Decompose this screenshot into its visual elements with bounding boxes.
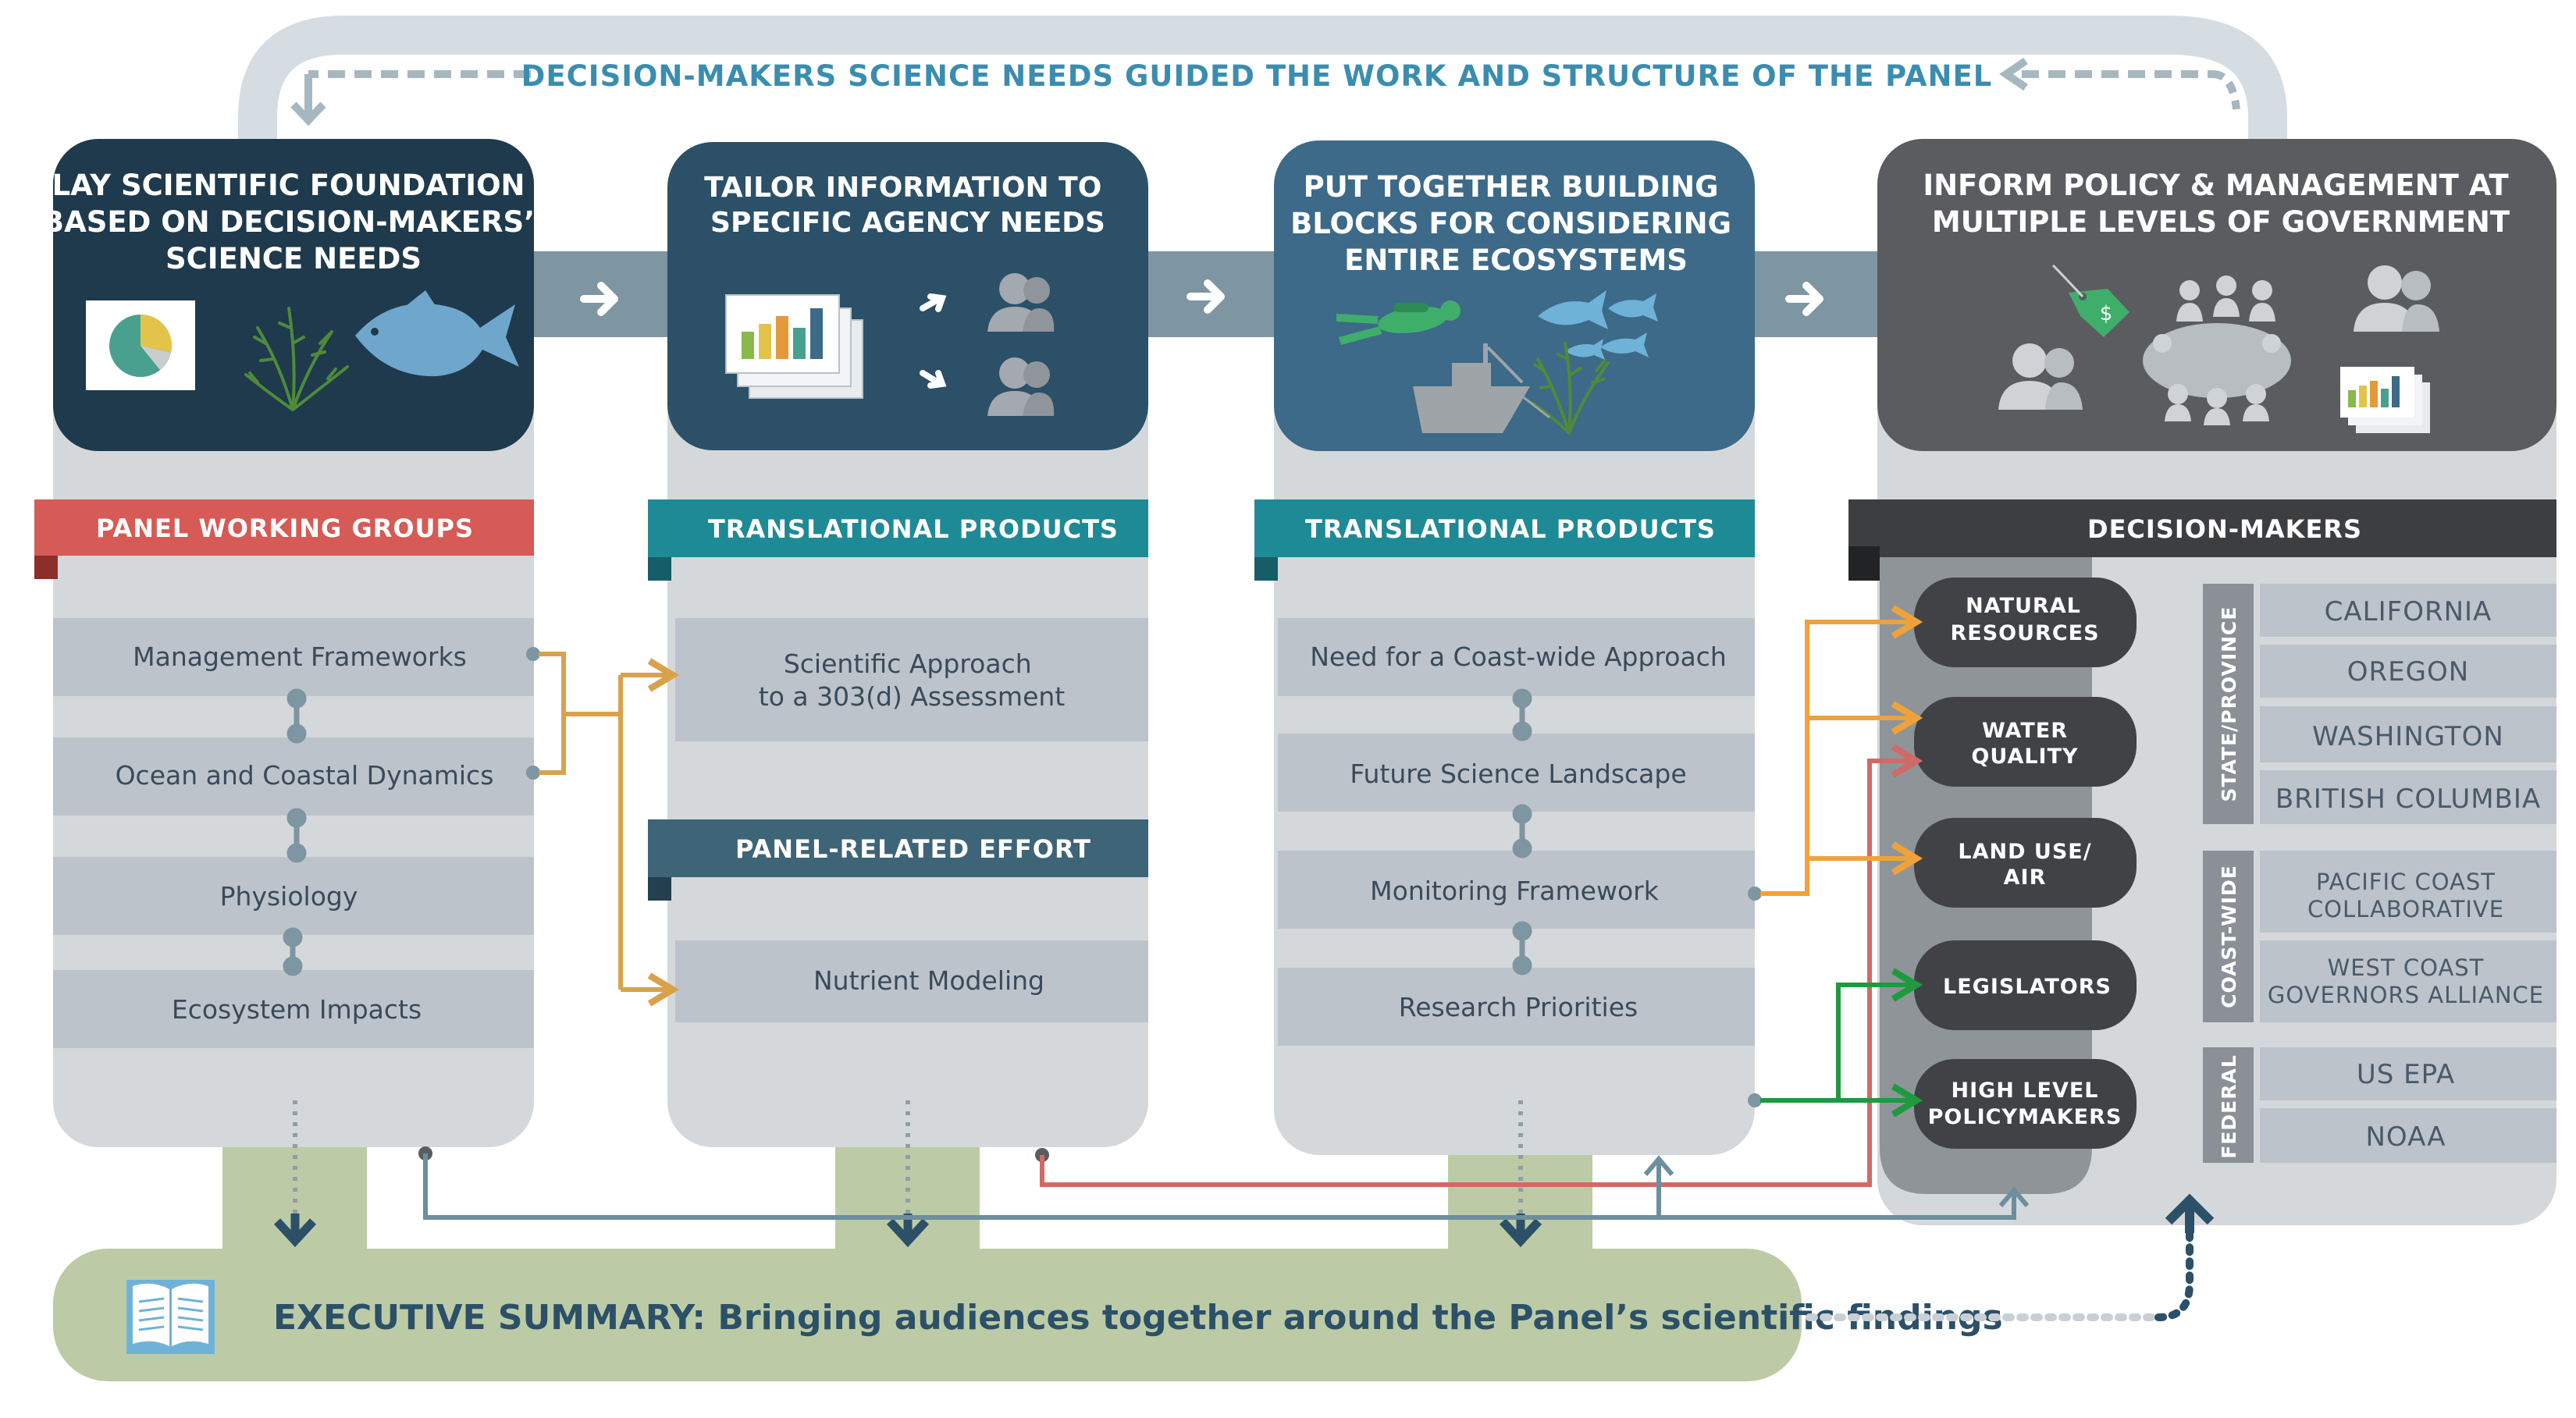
svg-text:$: $ bbox=[2100, 302, 2113, 325]
foundation-to-decision-makers-arrow bbox=[418, 1146, 2030, 1220]
seaweed-icon bbox=[1528, 342, 1610, 435]
svg-text:STATE/PROVINCE: STATE/PROVINCE bbox=[2218, 606, 2240, 802]
column-tailor-information: TAILOR INFORMATION TO SPECIFIC AGENCY NE… bbox=[648, 142, 1148, 1147]
band-label: TRANSLATIONAL PRODUCTS bbox=[1305, 514, 1716, 544]
report-stack-icon bbox=[725, 294, 863, 399]
list-item bbox=[1278, 618, 1755, 696]
band-label: PANEL WORKING GROUPS bbox=[96, 514, 474, 543]
item-label: Monitoring Framework bbox=[1370, 876, 1660, 906]
item-label: Research Priorities bbox=[1399, 992, 1638, 1022]
price-tag-icon: $ bbox=[2051, 264, 2129, 337]
seaweed-icon bbox=[244, 307, 349, 411]
band-label: DECISION-MAKERS bbox=[2087, 514, 2362, 544]
svg-text:OREGON: OREGON bbox=[2347, 656, 2469, 688]
band-bar bbox=[1848, 499, 2556, 557]
audience-icon bbox=[987, 273, 1055, 332]
executive-summary-text: EXECUTIVE SUMMARY: Bringing audiences to… bbox=[273, 1298, 2003, 1338]
item-label: Scientific Approach to a 303(d) Assessme… bbox=[759, 649, 1066, 712]
svg-text:FEDERAL: FEDERAL bbox=[2218, 1054, 2240, 1159]
header-title: LAY SCIENTIFIC FOUNDATION BASED ON DECIS… bbox=[42, 169, 545, 275]
fish-icon bbox=[1538, 290, 1658, 360]
meeting-table-icon bbox=[2143, 275, 2291, 425]
decision-maker-land-use-air: LAND USE/AIR bbox=[1914, 818, 2137, 908]
band-bar bbox=[34, 499, 534, 556]
right-arrow-icon bbox=[1785, 282, 1823, 316]
column-building-blocks: PUT TOGETHER BUILDING BLOCKS FOR CONSIDE… bbox=[1254, 140, 1755, 1155]
audience-icon bbox=[2354, 265, 2439, 332]
item-connector bbox=[283, 688, 307, 976]
fish-icon bbox=[355, 290, 519, 377]
top-feedback-loop bbox=[238, 15, 2287, 148]
column-lay-foundation: LAY SCIENTIFIC FOUNDATION BASED ON DECIS… bbox=[34, 139, 545, 1147]
list-item bbox=[1278, 734, 1755, 812]
top-banner-text: DECISION-MAKERS SCIENCE NEEDS GUIDED THE… bbox=[521, 59, 1993, 93]
list-item bbox=[53, 970, 534, 1048]
monitoring-to-agencies-arrows bbox=[1748, 605, 1923, 901]
item-label: Nutrient Modeling bbox=[813, 965, 1044, 996]
list-item bbox=[1278, 851, 1755, 929]
band-bar bbox=[648, 819, 1148, 877]
band-label: PANEL-RELATED EFFORT bbox=[735, 834, 1091, 864]
list-item bbox=[675, 940, 1148, 1022]
working-groups-to-products-arrows bbox=[526, 647, 680, 1007]
svg-text:US EPA: US EPA bbox=[2357, 1059, 2455, 1090]
audience-icon bbox=[987, 357, 1055, 416]
report-stack-icon bbox=[2340, 367, 2430, 433]
pie-chart-icon bbox=[86, 300, 195, 390]
right-arrow-icon bbox=[580, 282, 618, 316]
research-to-policymakers-arrows bbox=[1748, 968, 1923, 1118]
down-arrow-icon bbox=[273, 1100, 317, 1248]
header-card bbox=[1274, 140, 1755, 451]
list-item bbox=[53, 857, 534, 935]
item-label: Ocean and Coastal Dynamics bbox=[116, 760, 494, 791]
svg-text:LAND USE/AIR: LAND USE/AIR bbox=[1958, 840, 2091, 890]
right-arrow-icon bbox=[1187, 279, 1225, 314]
book-icon bbox=[126, 1280, 215, 1354]
item-label: Physiology bbox=[220, 881, 358, 912]
svg-text:LEGISLATORS: LEGISLATORS bbox=[1943, 975, 2112, 999]
item-connector bbox=[1512, 688, 1532, 976]
item-label: Need for a Coast-wide Approach bbox=[1310, 641, 1726, 672]
header-title: PUT TOGETHER BUILDING BLOCKS FOR CONSIDE… bbox=[1290, 170, 1742, 277]
item-label: Ecosystem Impacts bbox=[172, 994, 422, 1025]
audience-icon bbox=[1998, 343, 2083, 410]
decision-maker-legislators: LEGISLATORS bbox=[1914, 940, 2137, 1030]
header-title: TAILOR INFORMATION TO SPECIFIC AGENCY NE… bbox=[704, 172, 1112, 239]
band-bar bbox=[1254, 499, 1755, 557]
arrow-icon bbox=[920, 293, 947, 389]
svg-text:COAST-WIDE: COAST-WIDE bbox=[2218, 865, 2240, 1008]
nutrient-to-water-quality-arrow bbox=[1035, 744, 1923, 1187]
state-province-group: STATE/PROVINCE CALIFORNIA OREGON WASHING… bbox=[2203, 584, 2556, 824]
band-bar bbox=[648, 499, 1148, 557]
header-title: INFORM POLICY & MANAGEMENT AT MULTIPLE L… bbox=[1923, 169, 2518, 239]
list-item bbox=[675, 618, 1148, 741]
svg-text:CALIFORNIA: CALIFORNIA bbox=[2325, 596, 2492, 627]
svg-text:BRITISH COLUMBIA: BRITISH COLUMBIA bbox=[2275, 784, 2541, 815]
list-item bbox=[53, 618, 534, 696]
summary-to-decision-makers-arrow bbox=[1806, 1193, 2215, 1321]
svg-text:NOAA: NOAA bbox=[2365, 1121, 2446, 1153]
boat-icon bbox=[1413, 343, 1550, 433]
federal-group: FEDERAL US EPA NOAA bbox=[2203, 1047, 2556, 1163]
band-marker bbox=[1848, 546, 1880, 581]
diver-icon bbox=[1336, 300, 1461, 345]
item-label: Management Frameworks bbox=[133, 641, 467, 672]
executive-summary: EXECUTIVE SUMMARY: Bringing audiences to… bbox=[53, 1100, 2215, 1381]
svg-text:WASHINGTON: WASHINGTON bbox=[2312, 721, 2504, 752]
list-item bbox=[53, 737, 534, 816]
column-inform-policy: INFORM POLICY & MANAGEMENT AT MULTIPLE L… bbox=[1848, 139, 2556, 1225]
list-item bbox=[1278, 968, 1755, 1046]
item-label: Future Science Landscape bbox=[1350, 759, 1686, 789]
band-label: TRANSLATIONAL PRODUCTS bbox=[708, 514, 1119, 544]
